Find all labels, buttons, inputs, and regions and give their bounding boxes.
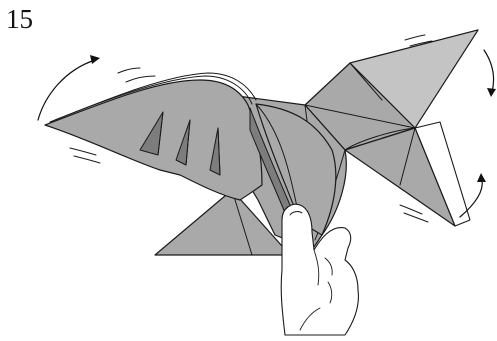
curved-arrow-down-icon [484, 50, 496, 97]
left-wing [45, 73, 262, 200]
